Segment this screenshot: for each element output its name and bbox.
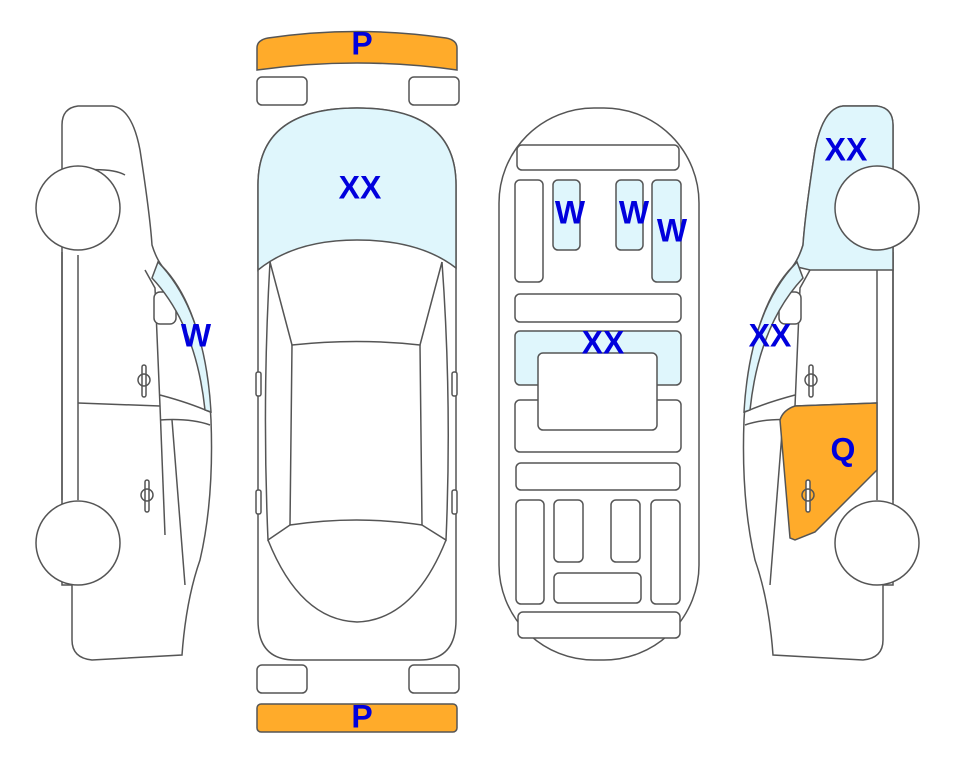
damage-label: XX [582,324,625,360]
damage-label: P [351,25,372,61]
damage-label: W [181,317,212,353]
damage-label: W [555,194,586,230]
front-bumper[interactable] [256,30,458,71]
top-view: P XX P [255,25,460,734]
damage-label: Q [831,431,856,467]
windshield-top[interactable] [257,107,457,272]
left-side-view: W [35,105,213,661]
seat-3[interactable] [651,179,682,283]
damage-label: XX [339,169,382,205]
left-glass-strip[interactable] [151,260,212,414]
rear-bumper[interactable] [256,703,458,733]
right-glass-strip[interactable] [743,260,804,414]
damage-label: W [619,194,650,230]
seat-1[interactable] [552,179,581,251]
interior-view: W W W XX [498,107,700,661]
damage-label: W [657,212,688,248]
damage-label: P [351,698,372,734]
seat-2[interactable] [615,179,644,251]
right-side-view: XX XX Q [742,105,920,661]
right-rear-door[interactable] [779,402,878,541]
damage-label: XX [749,317,792,353]
damage-label: XX [825,131,868,167]
